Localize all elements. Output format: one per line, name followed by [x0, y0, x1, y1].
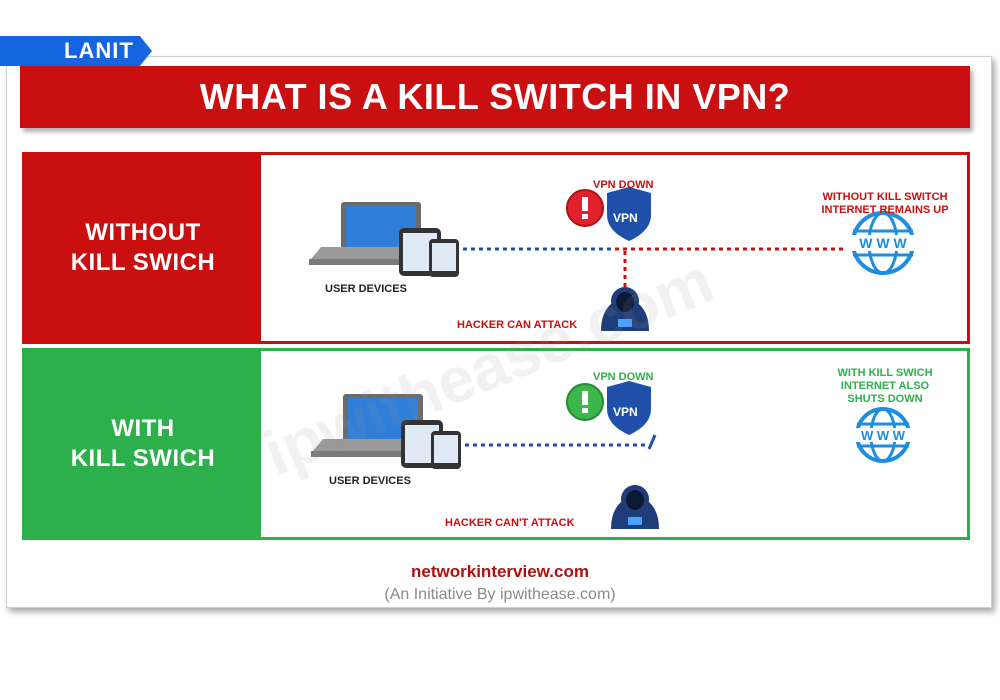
hacker-icon — [601, 287, 649, 331]
with-result-line2: INTERNET ALSO — [840, 380, 930, 392]
vpn-shield-icon — [607, 187, 651, 241]
hacker-icon — [611, 485, 659, 529]
hacker-label: HACKER CAN'T ATTACK — [445, 517, 575, 529]
www-label: W W W — [860, 428, 906, 443]
alert-icon — [566, 189, 604, 227]
title-bar: WHAT IS A KILL SWITCH IN VPN? — [20, 66, 970, 128]
alert-icon — [566, 383, 604, 421]
hacker-label: HACKER CAN ATTACK — [457, 319, 578, 331]
without-result-label: WITHOUT KILL SWITCH INTERNET REMAINS UP — [805, 191, 965, 217]
with-side-label: WITH KILL SWICH — [25, 351, 261, 537]
footer-site: networkinterview.com — [411, 562, 589, 581]
page-title: WHAT IS A KILL SWITCH IN VPN? — [199, 76, 791, 117]
with-result-line3: SHUTS DOWN — [847, 393, 923, 405]
with-kill-switch-panel: WITH KILL SWICH — [22, 348, 970, 540]
vpn-badge: VPN — [613, 405, 638, 419]
www-label: W W W — [859, 235, 907, 251]
globe-icon — [849, 407, 917, 463]
without-diagram — [309, 187, 919, 331]
with-diagram — [311, 381, 917, 529]
without-label-line1: WITHOUT — [85, 219, 201, 246]
without-label-line2: KILL SWICH — [70, 249, 216, 276]
vpn-badge: VPN — [613, 211, 638, 225]
phone-icon — [429, 239, 459, 277]
vpn-shield-icon — [607, 381, 651, 435]
without-kill-switch-panel: WITHOUT KILL SWICH — [22, 152, 970, 344]
with-label-line2: KILL SWICH — [70, 445, 216, 472]
without-side-label: WITHOUT KILL SWICH — [25, 155, 261, 341]
globe-icon — [847, 211, 919, 275]
brand-logo: LANIT — [64, 38, 134, 63]
without-result-line2: INTERNET REMAINS UP — [821, 204, 949, 216]
without-result-line1: WITHOUT KILL SWITCH — [822, 191, 948, 203]
vpn-down-label: VPN DOWN — [593, 179, 654, 191]
footer-initiative: (An Initiative By ipwithease.com) — [384, 586, 616, 603]
vpn-down-label: VPN DOWN — [593, 371, 654, 383]
phone-icon — [431, 431, 461, 469]
with-result-line1: WITH KILL SWICH — [837, 367, 933, 379]
user-devices-label: USER DEVICES — [329, 475, 411, 487]
user-devices-label: USER DEVICES — [325, 283, 407, 295]
brand-ribbon: LANIT — [0, 36, 152, 66]
with-result-label: WITH KILL SWICH INTERNET ALSO SHUTS DOWN — [815, 367, 955, 406]
with-label-line1: WITH — [111, 415, 175, 442]
